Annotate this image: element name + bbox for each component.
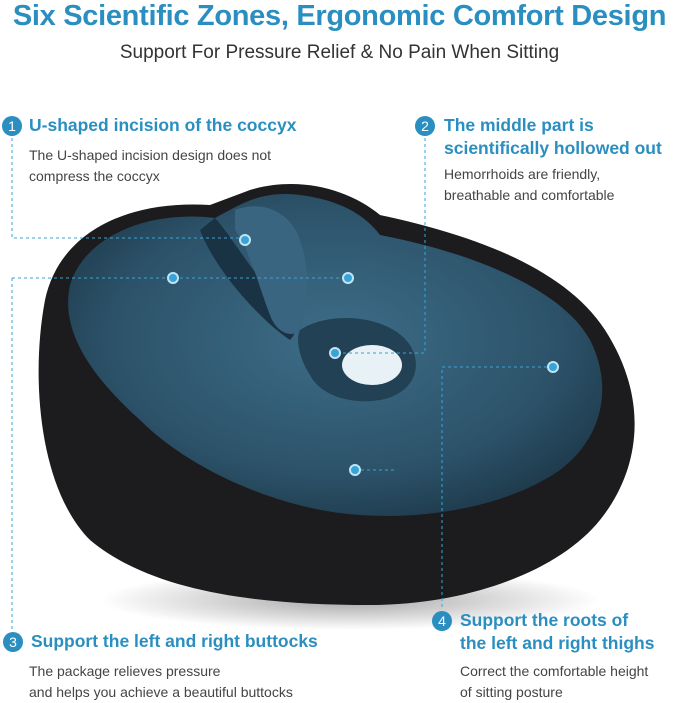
page-title: Six Scientific Zones, Ergonomic Comfort … bbox=[12, 0, 667, 32]
callout-2-description: Hemorrhoids are friendly, breathable and… bbox=[444, 164, 614, 206]
callout-1-heading: U-shaped incision of the coccyx bbox=[29, 115, 297, 135]
leader-lines bbox=[11, 138, 553, 630]
callout-2-heading: The middle part is scientifically hollow… bbox=[444, 114, 662, 160]
heading-line: The middle part is bbox=[444, 115, 594, 135]
callout-3-description: The package relieves pressure and helps … bbox=[29, 661, 293, 703]
desc-line: The U-shaped incision design does not bbox=[29, 147, 272, 163]
heading-line: scientifically hollowed out bbox=[444, 138, 662, 158]
desc-line: breathable and comfortable bbox=[444, 187, 615, 203]
callout-4-description: Correct the comfortable height of sittin… bbox=[460, 661, 648, 703]
callout-1-number: 1 bbox=[2, 116, 22, 136]
callout-1-description: The U-shaped incision design does not co… bbox=[29, 145, 271, 187]
desc-line: Correct the comfortable height bbox=[460, 663, 649, 679]
desc-line: The package relieves pressure bbox=[29, 663, 221, 679]
callout-3-heading: Support the left and right buttocks bbox=[31, 631, 318, 651]
coccyx-flap bbox=[235, 206, 308, 335]
desc-line: and helps you achieve a beautiful buttoc… bbox=[29, 684, 293, 700]
callout-2-number: 2 bbox=[415, 116, 435, 136]
heading-line: the left and right thighs bbox=[460, 633, 655, 653]
center-hole bbox=[342, 345, 402, 385]
desc-line: Hemorrhoids are friendly, bbox=[444, 166, 601, 182]
desc-line: of sitting posture bbox=[460, 684, 563, 700]
callout-4-number: 4 bbox=[432, 611, 452, 631]
callout-4-heading: Support the roots of the left and right … bbox=[460, 609, 654, 655]
callout-3-number: 3 bbox=[3, 632, 23, 652]
zone-markers bbox=[167, 234, 559, 476]
desc-line: compress the coccyx bbox=[29, 168, 160, 184]
page-subtitle: Support For Pressure Relief & No Pain Wh… bbox=[119, 42, 560, 63]
heading-line: Support the roots of bbox=[460, 610, 629, 630]
